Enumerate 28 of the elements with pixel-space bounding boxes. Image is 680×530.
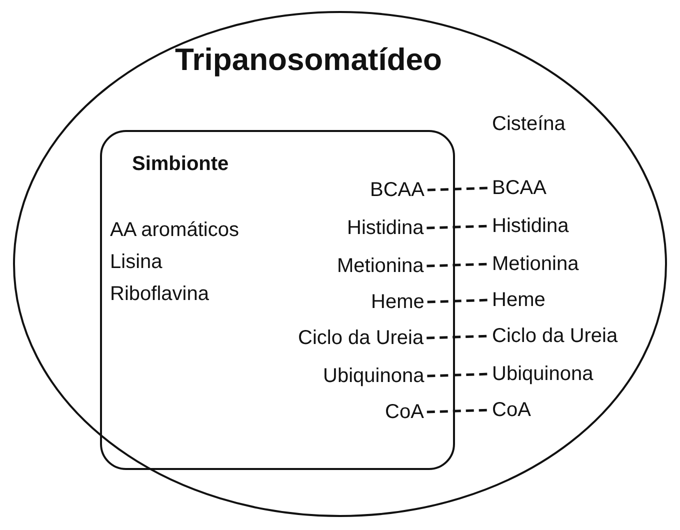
- metabolite-label: CoA: [385, 400, 424, 424]
- metabolite-label: Histidina: [347, 216, 424, 240]
- metabolite-label: Heme: [492, 288, 546, 312]
- metabolite-label: Ciclo da Ureia: [492, 324, 618, 348]
- metabolite-label: Ubiquinona: [323, 364, 424, 388]
- dashed-connector: [427, 372, 490, 378]
- symbiont-box: [100, 130, 455, 470]
- metabolite-label: Metionina: [337, 254, 424, 278]
- metabolite-label: Histidina: [492, 214, 569, 238]
- dashed-connector: [426, 262, 490, 268]
- metabolite-label: Cisteína: [492, 112, 566, 136]
- dashed-connector: [426, 334, 490, 340]
- dashed-connector: [427, 186, 490, 192]
- dashed-connector: [427, 298, 490, 304]
- diagram-heading: Tripanosomatídeo: [175, 42, 442, 78]
- metabolite-label: Lisina: [110, 250, 162, 274]
- metabolite-label: Ubiquinona: [492, 362, 594, 386]
- metabolite-label: BCAA: [370, 178, 424, 202]
- metabolite-label: AA aromáticos: [110, 218, 239, 242]
- metabolite-label: BCAA: [492, 176, 546, 200]
- metabolite-label: Metionina: [492, 252, 579, 276]
- metabolite-label: Riboflavina: [110, 282, 209, 306]
- group-heading: Simbionte: [132, 152, 229, 176]
- metabolite-label: CoA: [492, 398, 531, 422]
- dashed-connector: [426, 224, 490, 230]
- metabolite-label: Ciclo da Ureia: [298, 326, 424, 350]
- dashed-connector: [426, 408, 490, 414]
- metabolite-label: Heme: [371, 290, 424, 314]
